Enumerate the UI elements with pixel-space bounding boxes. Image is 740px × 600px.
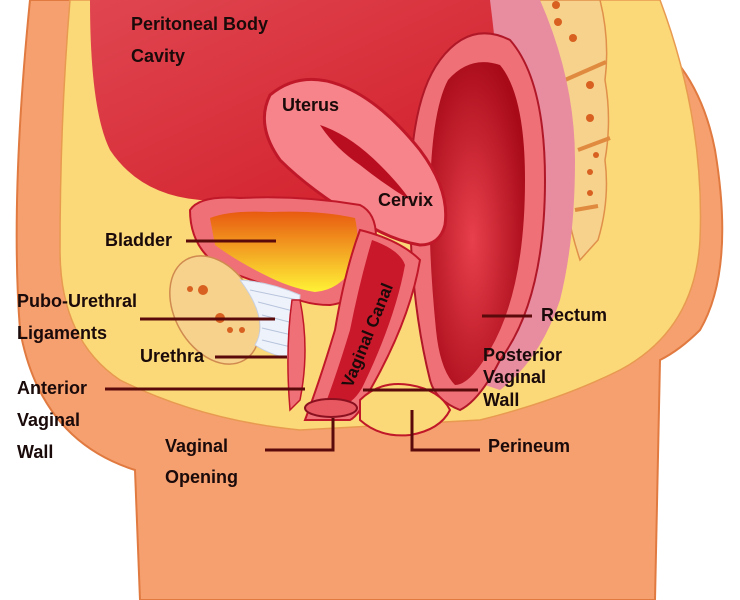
label-vaginal-opening-line1: Vaginal xyxy=(165,436,229,456)
label-posterior-vaginal-wall-line3: Wall xyxy=(483,390,520,410)
label-posterior-vaginal-wall-line1: Posterior xyxy=(483,345,563,365)
bladder-urine xyxy=(210,211,358,292)
uterus xyxy=(262,77,448,247)
label-perineum: Perineum xyxy=(488,436,571,456)
label-uterus: Uterus xyxy=(282,95,340,115)
label-anterior-vaginal-wall-line1: Anterior xyxy=(17,378,88,398)
pubic-bone xyxy=(169,255,261,365)
vaginal-canal xyxy=(325,240,405,405)
perineal-body xyxy=(359,383,452,437)
urethra xyxy=(287,299,306,412)
label-pubo-urethral-line1: Pubo-Urethral xyxy=(17,291,138,311)
label-vaginal-opening-line2: Opening xyxy=(165,467,238,487)
label-cervix: Cervix xyxy=(378,190,434,210)
label-rectum: Rectum xyxy=(541,305,608,325)
label-anterior-vaginal-wall-line3: Wall xyxy=(17,442,54,462)
rectum-lumen xyxy=(429,62,525,386)
uterine-cavity xyxy=(320,125,410,200)
leader-lines xyxy=(105,239,532,452)
label-pubo-urethral-line2: Ligaments xyxy=(17,323,108,343)
label-posterior-vaginal-wall-line2: Vaginal xyxy=(483,367,547,387)
label-peritoneal-body-cavity-line2: Cavity xyxy=(131,46,186,66)
label-urethra: Urethra xyxy=(140,346,205,366)
label-peritoneal-body-cavity-line1: Peritoneal Body xyxy=(131,14,269,34)
label-anterior-vaginal-wall-line2: Vaginal xyxy=(17,410,81,430)
label-bladder: Bladder xyxy=(105,230,173,250)
vaginal-opening xyxy=(304,398,358,418)
